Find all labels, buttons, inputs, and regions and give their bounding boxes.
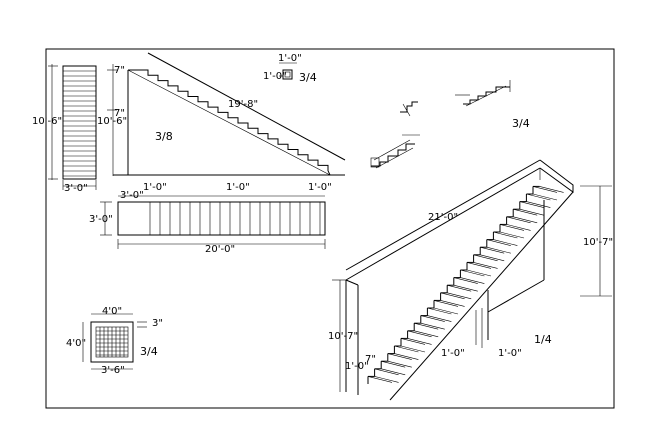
scale-side-elevation: 3/8 xyxy=(155,130,173,143)
dim-iso-height-left: 10'-7" xyxy=(328,331,358,342)
drawing-line xyxy=(394,353,419,360)
drawing-line xyxy=(466,269,492,277)
dim-mid-step: 7" xyxy=(114,108,125,119)
drawing-line xyxy=(394,345,419,353)
dim-base-width: 3'-0" xyxy=(64,183,88,194)
drawing-line xyxy=(480,246,505,254)
dim-plan-landing: 3'-0" xyxy=(120,190,144,201)
dim-plan-tread-2: 1'-0" xyxy=(226,182,250,193)
drawing-line xyxy=(433,307,459,315)
stair-plan-horizontal: 3'-0" 3'-0" 1'-0" 1'-0" 1'-0" 20'-0" xyxy=(89,182,332,255)
drawing-line xyxy=(486,239,511,246)
scale-top-detail: 3/4 xyxy=(299,71,317,84)
dim-detail-width-bottom: 3'-6" xyxy=(101,365,125,376)
drawing-line xyxy=(499,224,525,231)
dim-plan-total: 20'-0" xyxy=(205,244,235,255)
drawing-line xyxy=(440,300,465,307)
drawing-line xyxy=(387,353,412,360)
drawing-line xyxy=(460,277,485,284)
plan-tread-lines xyxy=(63,70,96,177)
drawing-line xyxy=(532,193,558,201)
drawing-line xyxy=(466,262,492,269)
drawing-line xyxy=(427,315,452,322)
dim-plan-tread-1: 1'-0" xyxy=(143,182,167,193)
drawing-line xyxy=(513,208,538,216)
dim-top-detail-left: 1'-0" xyxy=(263,71,287,82)
drawing-line xyxy=(447,284,472,292)
drawing-line xyxy=(519,201,544,208)
drawing-line xyxy=(493,231,518,239)
drawing-line xyxy=(480,254,505,262)
dim-plan-width: 3'-0" xyxy=(89,214,113,225)
drawing-line xyxy=(493,239,518,246)
dim-detail-right: 3" xyxy=(152,318,163,329)
drawing-line xyxy=(532,186,558,193)
drawing-line xyxy=(473,262,498,269)
stair-side-elevation: 7" 7" 10'-6" 19'-8" 3/8 xyxy=(97,52,346,176)
drawing-line xyxy=(499,231,525,239)
drawing-line xyxy=(526,193,551,201)
isometric-steps xyxy=(367,185,564,384)
drawing-line xyxy=(513,216,538,224)
dim-iso-tread-b: 1'-0" xyxy=(498,348,522,359)
dim-slope-length: 19'-8" xyxy=(228,99,258,110)
dim-iso-height-right: 10'-7" xyxy=(583,237,613,248)
drawing-line xyxy=(367,376,393,383)
drawing-line xyxy=(374,376,399,383)
dim-iso-tread-a: 1'-0" xyxy=(441,348,465,359)
drawing-line xyxy=(420,315,445,322)
stair-symbols: 3/4 xyxy=(370,80,530,169)
scale-detail: 3/4 xyxy=(140,345,158,358)
drawing-line xyxy=(420,322,445,330)
top-detail: 1'-0" 1'-0" 3/4 xyxy=(263,53,317,84)
dim-top-detail-top: 1'-0" xyxy=(278,53,302,64)
drawing-line xyxy=(400,338,426,345)
drawing-line xyxy=(440,292,465,300)
elevation-step-profile xyxy=(128,69,331,176)
drawing-line xyxy=(381,360,406,368)
drawing-line xyxy=(407,338,432,345)
section-detail: 4'0" 4'0" 3" 3'-6" 3/4 xyxy=(66,306,163,376)
drawing-line xyxy=(539,186,564,193)
drawing-line xyxy=(506,216,531,224)
drawing-line xyxy=(473,254,498,262)
drawing-line xyxy=(526,201,551,208)
scale-isometric: 1/4 xyxy=(534,333,552,346)
dim-rise-left: 10'-6" xyxy=(32,116,62,127)
scale-symbols: 3/4 xyxy=(512,117,530,130)
drawing-line xyxy=(400,345,426,353)
dim-top-step: 7" xyxy=(114,65,125,76)
drawing-line xyxy=(453,277,478,284)
drawing-line xyxy=(506,224,531,231)
dim-iso-step-depth: 1'-0" xyxy=(345,361,369,372)
drawing-line xyxy=(447,292,472,300)
drawing-line xyxy=(414,330,439,338)
section-reinforcement-grid xyxy=(96,327,128,357)
drawing-line xyxy=(427,307,452,315)
drawing-line xyxy=(453,284,478,292)
drawing-line xyxy=(519,208,544,216)
drawing-line xyxy=(381,368,406,376)
drawing-frame xyxy=(45,48,615,409)
dim-detail-height: 4'0" xyxy=(66,338,86,349)
dim-rise-right: 10'-6" xyxy=(97,116,127,127)
drawing-line xyxy=(433,300,459,307)
dim-iso-length: 21'-0" xyxy=(428,212,458,223)
stair-plan-vertical: 10'-6" 3'-0" xyxy=(32,64,97,194)
drawing-line xyxy=(387,360,412,368)
plan-riser-lines xyxy=(149,202,321,235)
drawing-line xyxy=(407,330,432,338)
dim-plan-tread-3: 1'-0" xyxy=(308,182,332,193)
drawing-line xyxy=(414,322,439,330)
dim-iso-step-rise: 7" xyxy=(365,354,376,365)
drawing-line xyxy=(460,269,485,277)
drawing-line xyxy=(486,246,511,254)
drawing-line xyxy=(374,368,399,376)
dim-detail-width-top: 4'0" xyxy=(102,306,122,317)
isometric-staircase: 21'-0" 10'-7" 10'-7" 7" 1'-0" 1'-0" 1'-0… xyxy=(328,159,613,401)
